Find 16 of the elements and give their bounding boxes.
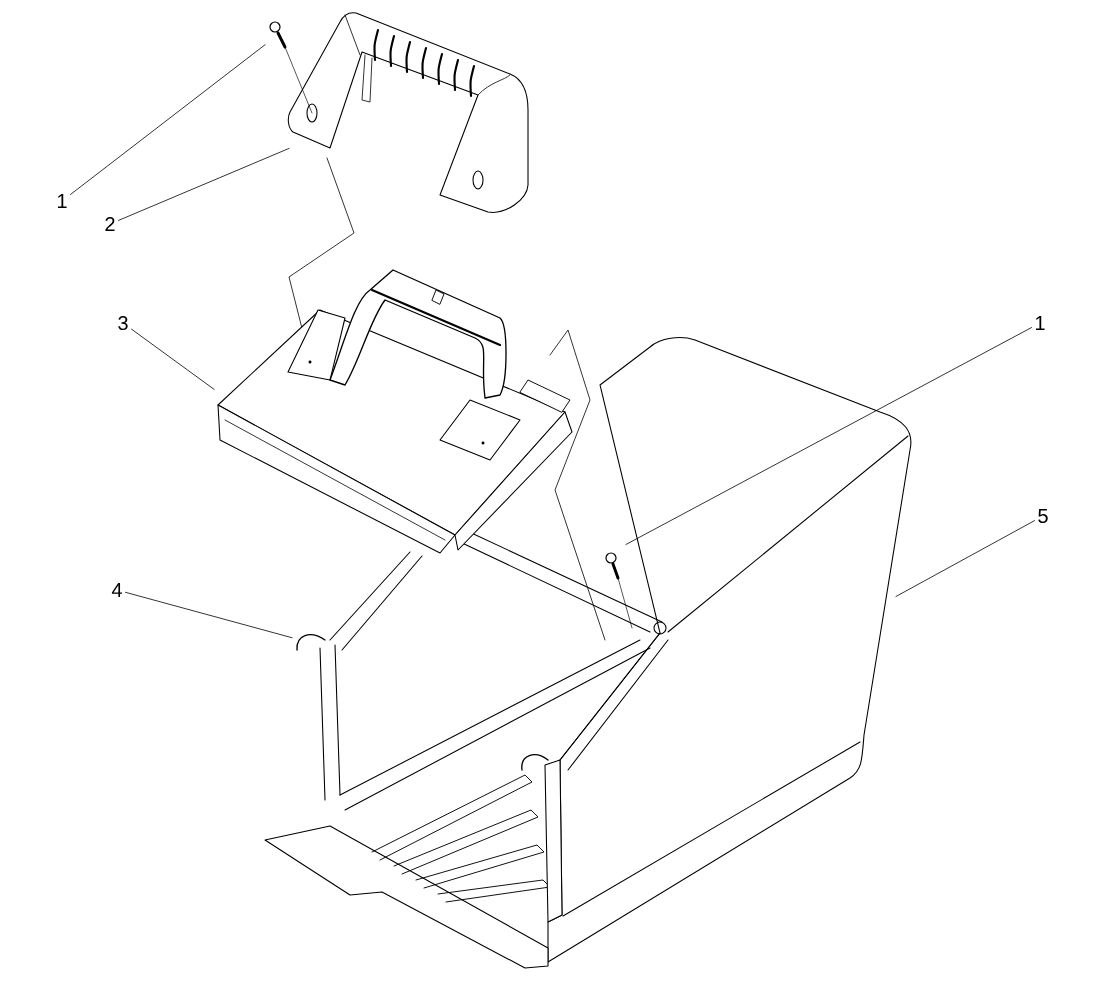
leader-line [125,591,293,639]
leader-line [895,520,1035,597]
grass-bag-drawing [264,337,912,969]
leader-line [131,328,215,390]
leader-line [625,327,1032,545]
callout-number: 5 [1038,509,1048,523]
lid-drawing [217,269,573,554]
callout-number: 1 [57,194,67,208]
screw-drawing [269,21,313,114]
leader-line [70,44,266,195]
callout-number: 2 [105,217,115,231]
callout-number: 1 [1035,316,1045,330]
callout-number: 3 [118,315,128,331]
leader-line [118,148,290,221]
callout-number: 4 [111,583,122,597]
handle-cover-drawing [287,12,529,213]
